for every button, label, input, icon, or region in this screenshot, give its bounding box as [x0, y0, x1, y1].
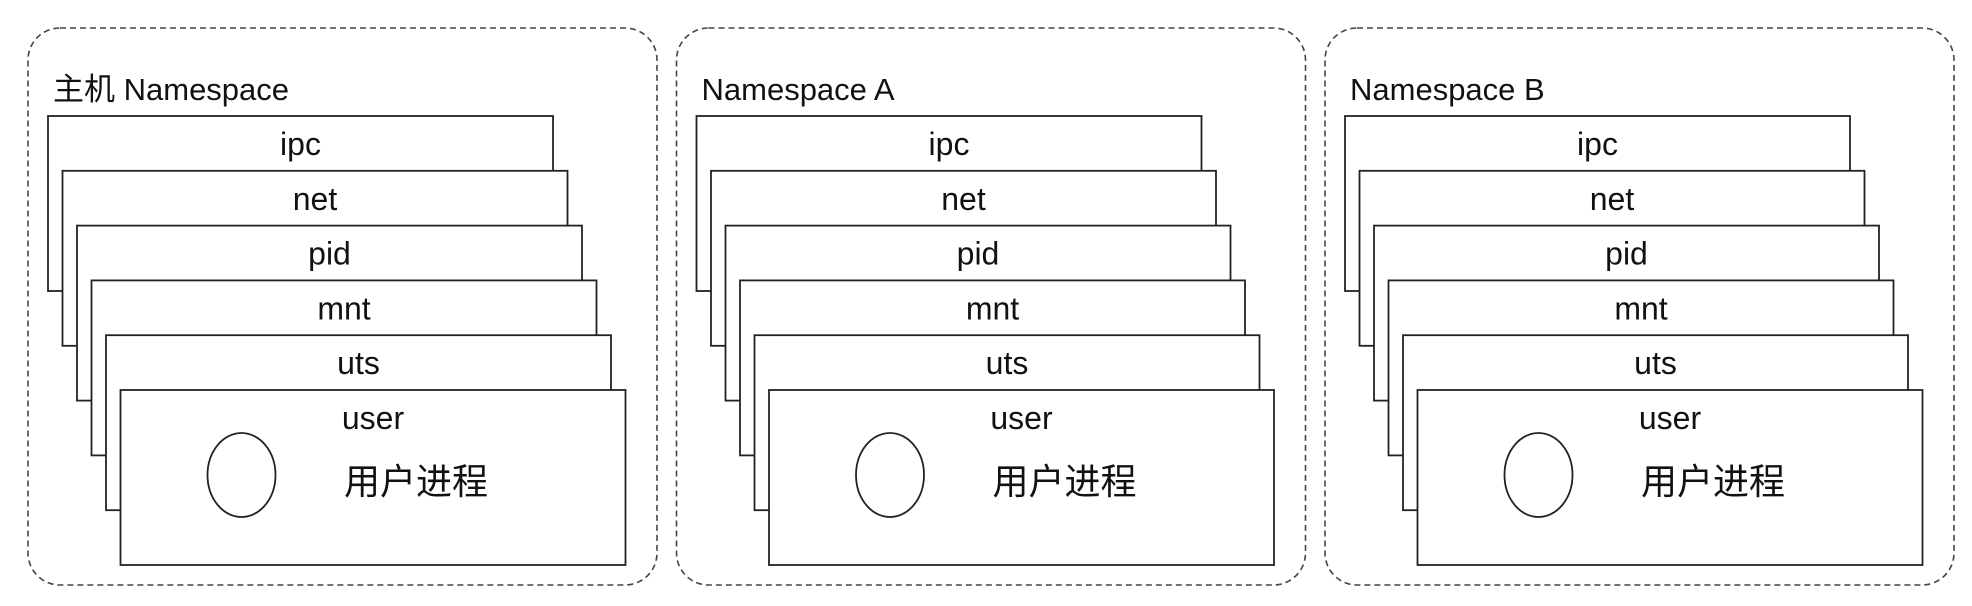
layer-label: user [990, 400, 1053, 436]
panel-title: Namespace A [702, 72, 895, 107]
namespace-panel: Namespace B ipc net pid mnt uts user 用户进程 [1324, 27, 1955, 586]
panel-title: 主机 Namespace [53, 72, 289, 107]
layer-label: mnt [317, 290, 370, 326]
layer-label: user [1639, 400, 1702, 436]
panel-border [27, 27, 658, 586]
panel-border [675, 27, 1307, 586]
layer-label: mnt [966, 290, 1019, 326]
panel-title: Namespace B [1350, 72, 1545, 107]
layer-label: pid [308, 236, 351, 272]
layer-label: mnt [1614, 290, 1667, 326]
layer-label: ipc [1577, 126, 1618, 162]
process-label: 用户进程 [1641, 461, 1785, 502]
layer-box [1416, 389, 1924, 566]
panel-border [1324, 27, 1955, 586]
process-circle-icon [1503, 432, 1574, 518]
layer-label: net [941, 181, 986, 217]
layer-label: ipc [280, 126, 321, 162]
layer-label: uts [1634, 345, 1677, 381]
layer-label: ipc [929, 126, 970, 162]
layer-label: pid [1605, 236, 1648, 272]
process-label: 用户进程 [992, 461, 1136, 502]
layer-box [119, 389, 627, 566]
namespace-panel: Namespace A ipc net pid mnt uts user 用户进程 [675, 27, 1307, 586]
layer-label: user [342, 400, 405, 436]
process-circle-icon [206, 432, 277, 518]
layer-label: uts [337, 345, 380, 381]
layer-label: pid [957, 236, 1000, 272]
process-circle-icon [855, 432, 925, 518]
namespace-layer-user: user [1416, 389, 1924, 566]
namespace-panel: 主机 Namespace ipc net pid mnt uts user 用户进程 [27, 27, 658, 586]
namespace-layer-user: user [119, 389, 627, 566]
layer-label: net [1590, 181, 1635, 217]
process-label: 用户进程 [344, 461, 488, 502]
layer-box [768, 389, 1275, 566]
namespace-layer-user: user [768, 389, 1275, 566]
layer-label: uts [986, 345, 1029, 381]
layer-label: net [293, 181, 338, 217]
